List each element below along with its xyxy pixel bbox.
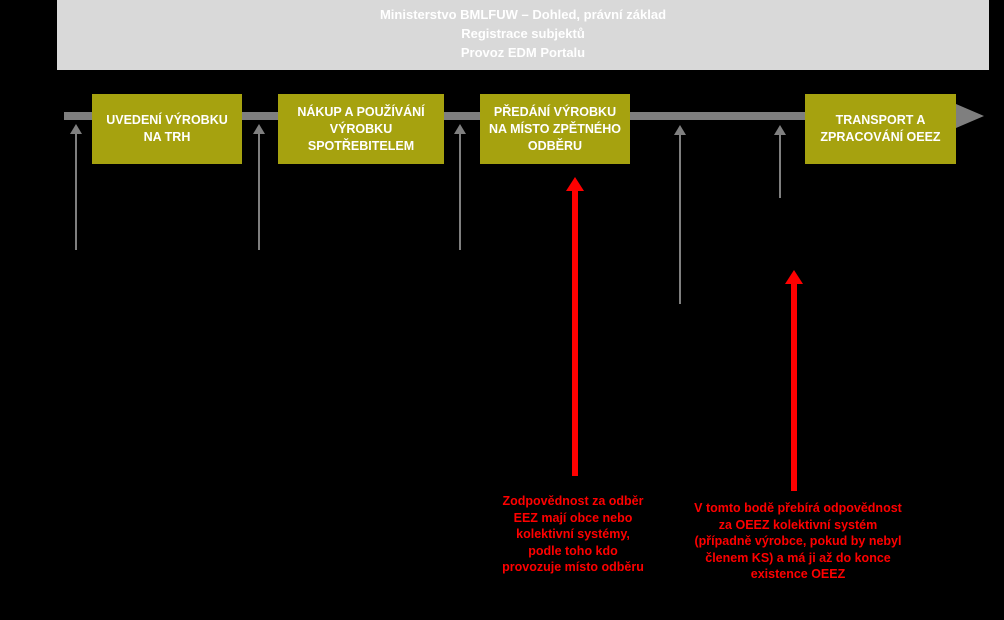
arrow-up-4 bbox=[674, 125, 686, 304]
municipality-responsibility-note: Zodpovědnost za odběr EEZ mají obce nebo… bbox=[502, 494, 644, 574]
banner-line-ministry: Ministerstvo BMLFUW – Dohled, právní zák… bbox=[379, 6, 667, 22]
collective-system-arrow bbox=[785, 270, 803, 491]
stage-consumer-use: NÁKUP A POUŽÍVÁNÍ VÝROBKU SPOTŘEBITELEM bbox=[278, 94, 444, 164]
arrow-up-5 bbox=[774, 125, 786, 198]
collective-system-responsibility-note: V tomto bodě přebírá odpovědnost za OEEZ… bbox=[694, 501, 902, 581]
arrow-up-1 bbox=[70, 124, 82, 250]
banner-line-portal: Provoz EDM Portalu bbox=[460, 44, 586, 60]
stage-market-placement-label: UVEDENÍ VÝROBKU NA TRH bbox=[106, 113, 228, 144]
banner-line-registration: Registrace subjektů bbox=[461, 25, 585, 41]
stage-collection-point: PŘEDÁNÍ VÝROBKU NA MÍSTO ZPĚTNÉHO ODBĚRU bbox=[480, 94, 630, 164]
stage-consumer-use-label: NÁKUP A POUŽÍVÁNÍ VÝROBKU SPOTŘEBITELEM bbox=[297, 104, 425, 153]
supervision-banner: Ministerstvo BMLFUW – Dohled, právní zák… bbox=[57, 0, 989, 70]
municipality-arrow bbox=[566, 177, 584, 476]
stage-transport-processing: TRANSPORT A ZPRACOVÁNÍ OEEZ bbox=[805, 94, 956, 164]
timeline-arrowhead bbox=[956, 104, 984, 128]
arrow-up-3 bbox=[454, 124, 466, 250]
stage-market-placement: UVEDENÍ VÝROBKU NA TRH bbox=[92, 94, 242, 164]
stage-transport-processing-label: TRANSPORT A ZPRACOVÁNÍ OEEZ bbox=[820, 113, 941, 144]
arrow-up-2 bbox=[253, 124, 265, 250]
stage-collection-point-label: PŘEDÁNÍ VÝROBKU NA MÍSTO ZPĚTNÉHO ODBĚRU bbox=[489, 104, 621, 153]
